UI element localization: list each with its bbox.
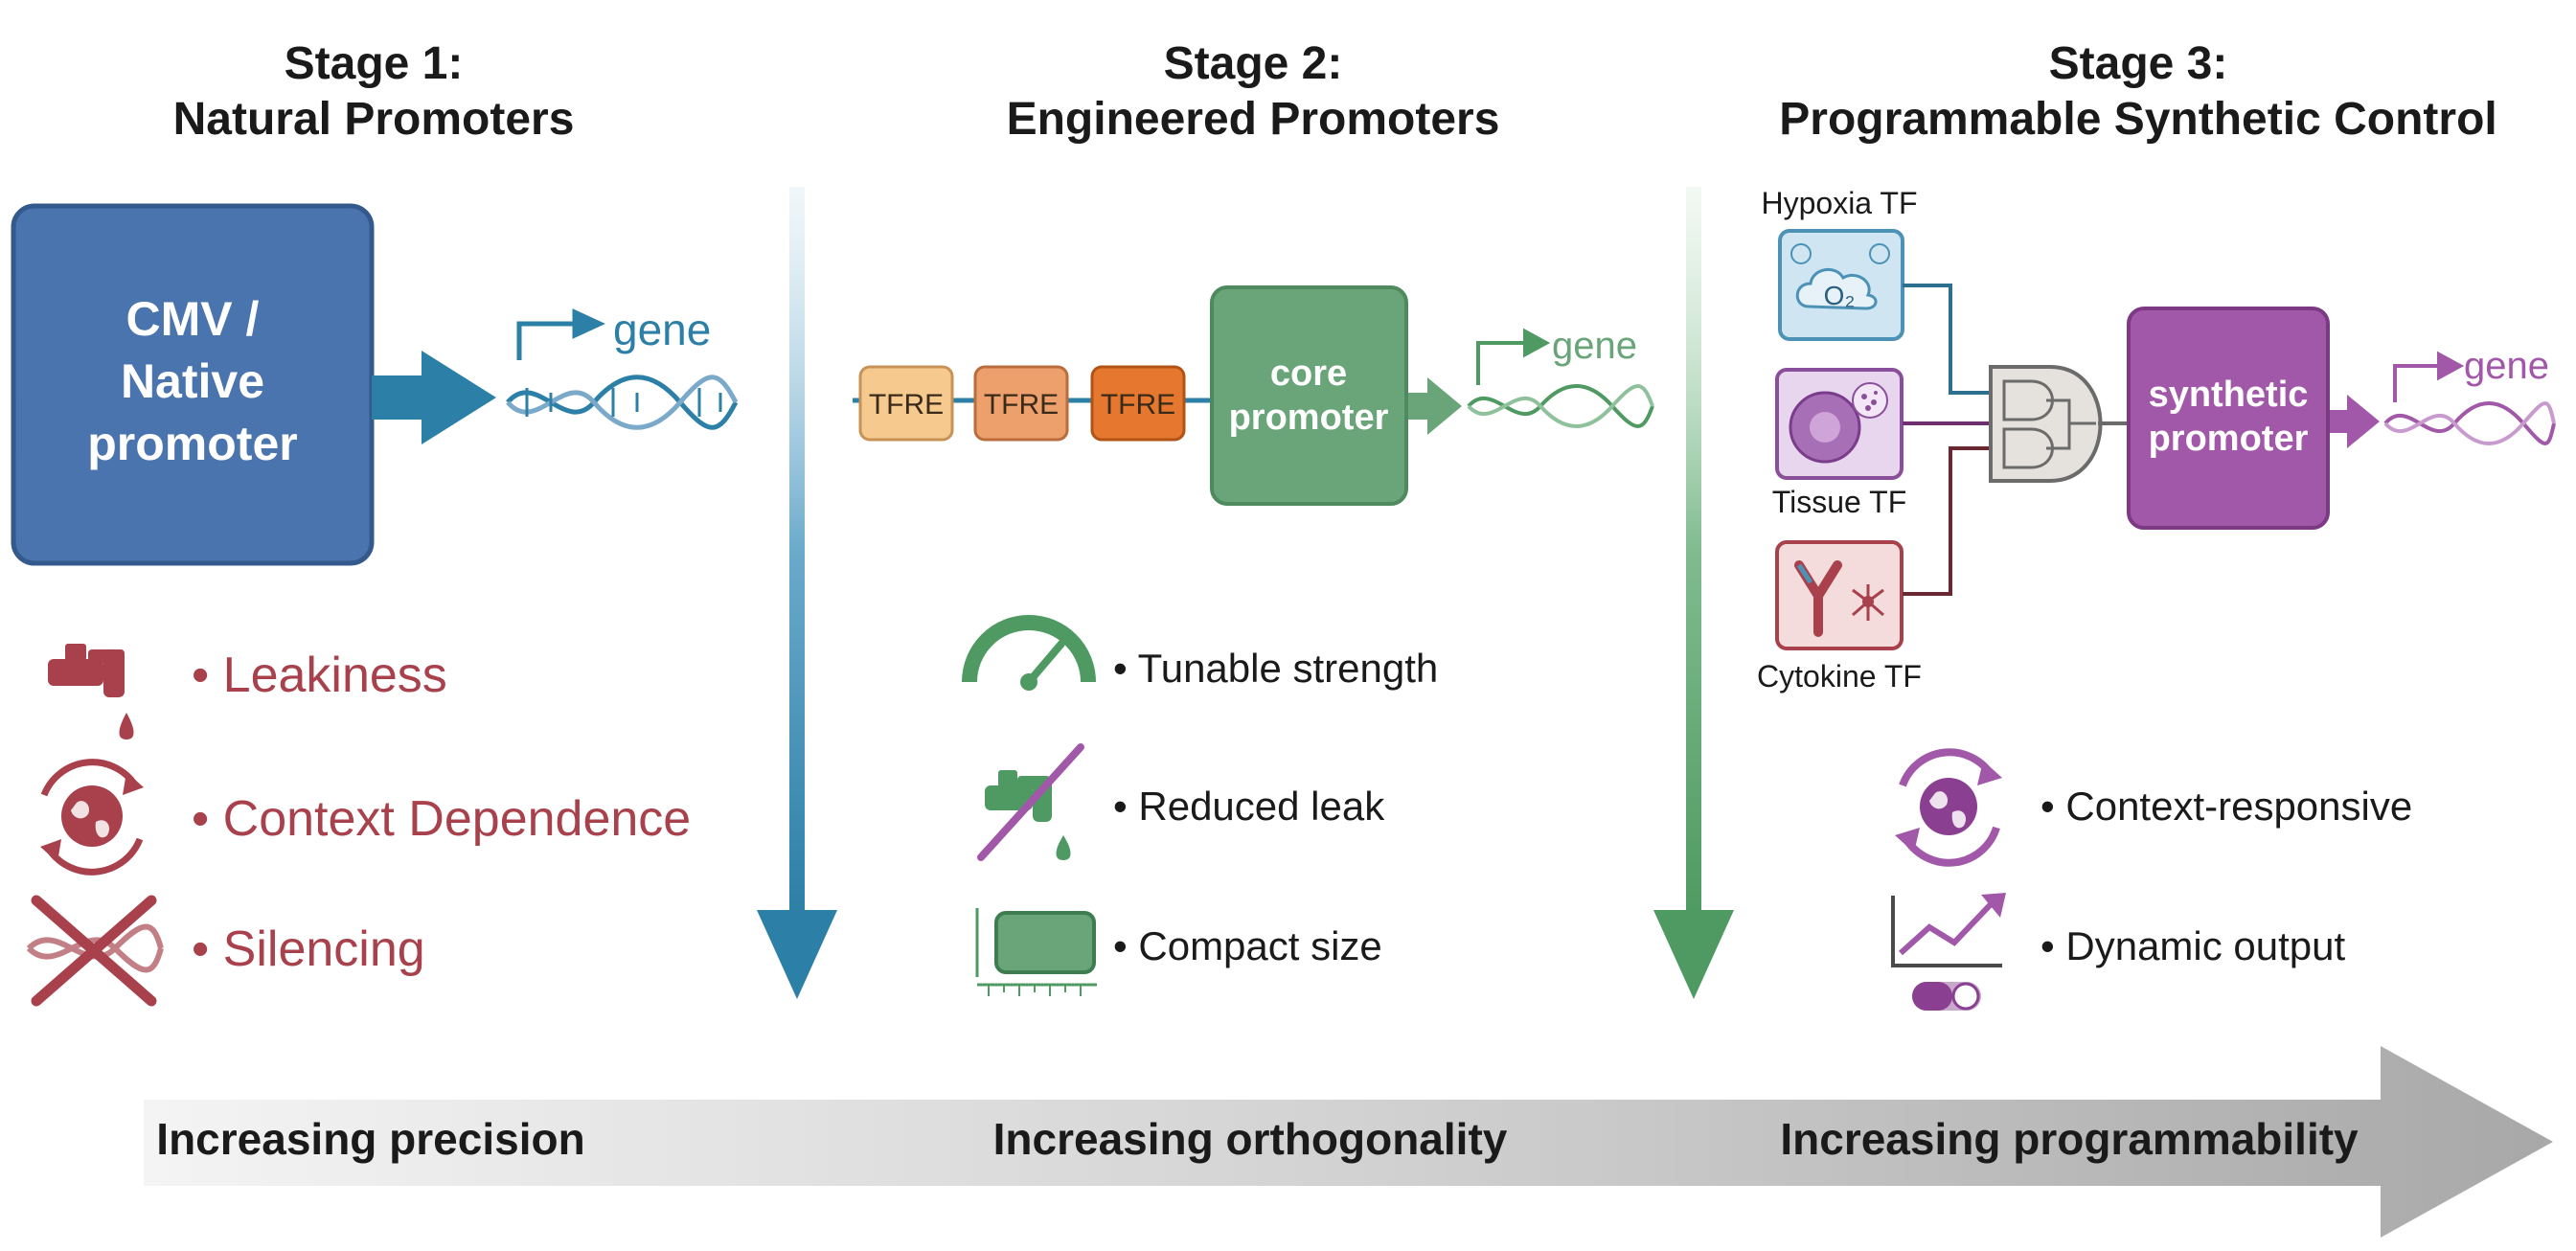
context-responsive-globe-icon — [1895, 748, 2002, 867]
hypoxia-o2-icon — [1778, 229, 1904, 341]
feature-compact-size: • Compact size — [1113, 923, 1382, 968]
cmv-label-line2: Native — [121, 354, 264, 408]
progress-arrow — [144, 1046, 2553, 1238]
globe-cycle-icon — [40, 759, 144, 876]
core-promoter-line1: core — [1270, 353, 1347, 394]
label-increasing-precision: Increasing precision — [156, 1114, 584, 1164]
tfre-label-3: TFRE — [1101, 389, 1175, 421]
stage1-gene-label: gene — [613, 305, 711, 354]
stage2-title-line2: Engineered Promoters — [1007, 94, 1500, 145]
issue-context-dependence: • Context Dependence — [192, 791, 691, 847]
feature-reduced-leak: • Reduced leak — [1113, 784, 1385, 829]
chip-icon — [975, 908, 1097, 996]
tfre-box-1 — [858, 365, 954, 442]
tfre-box-2 — [973, 365, 1069, 442]
stage1-gene-dna-icon — [506, 308, 739, 430]
divider-arrow-2 — [1653, 187, 1734, 999]
chart-toggle-icon — [1891, 893, 2006, 1011]
faucet-icon — [48, 644, 134, 739]
cmv-label-line3: promoter — [87, 417, 297, 470]
tfre-label-1: TFRE — [869, 389, 944, 421]
wire-hypoxia — [1903, 284, 1993, 395]
stage1-title-line1: Stage 1: — [285, 38, 464, 89]
label-increasing-orthogonality: Increasing orthogonality — [993, 1114, 1508, 1164]
stage3-drive-arrow — [2330, 395, 2380, 448]
stage2-gene-label: gene — [1552, 325, 1637, 367]
stage2-title-line1: Stage 2: — [1164, 38, 1343, 89]
tissue-tf-icon — [1775, 368, 1904, 480]
stage1-drive-arrow — [372, 351, 496, 444]
feature-tunable-strength: • Tunable strength — [1113, 646, 1438, 691]
input-tissue-label: Tissue TF — [1772, 485, 1906, 519]
stage3-title-line2: Programmable Synthetic Control — [1779, 94, 2496, 145]
issue-leakiness: • Leakiness — [192, 648, 447, 703]
synthetic-promoter-box — [2127, 307, 2330, 530]
cytokine-tf-icon — [1775, 540, 1904, 650]
issue-silencing: • Silencing — [192, 921, 425, 977]
core-promoter-box — [1210, 285, 1408, 506]
synthetic-promoter-line1b: promoter — [2149, 419, 2309, 459]
gauge-icon — [962, 615, 1096, 691]
stage1-title-line2: Natural Promoters — [173, 94, 575, 145]
crossed-faucet-icon — [977, 743, 1084, 861]
input-hypoxia-label: Hypoxia TF — [1761, 186, 1917, 220]
stage3-gene-label: gene — [2464, 345, 2549, 387]
stage3-title-line1: Stage 3: — [2049, 38, 2228, 89]
crossed-dna-icon — [26, 895, 164, 1007]
tfre-label-2: TFRE — [984, 389, 1059, 421]
and-logic-gate-icon — [1989, 365, 2103, 483]
tfre-box-3 — [1090, 365, 1186, 442]
stage3-gene-dna-icon — [2383, 351, 2556, 445]
input-cytokine-label: Cytokine TF — [1757, 659, 1922, 694]
o2-label: O₂ — [1824, 281, 1856, 310]
label-increasing-programmability: Increasing programmability — [1780, 1114, 2359, 1164]
core-promoter-line2: promoter — [1229, 398, 1389, 438]
stage2-drive-arrow — [1408, 377, 1462, 435]
feature-context-responsive: • Context-responsive — [2040, 784, 2412, 829]
feature-dynamic-output: • Dynamic output — [2040, 923, 2346, 968]
wire-cytokine — [1903, 446, 1993, 596]
cmv-label-line1: CMV / — [126, 292, 260, 346]
stage2-gene-dna-icon — [1467, 328, 1654, 428]
synthetic-promoter-line1: synthetic — [2149, 375, 2309, 415]
divider-arrow-1 — [757, 187, 837, 999]
